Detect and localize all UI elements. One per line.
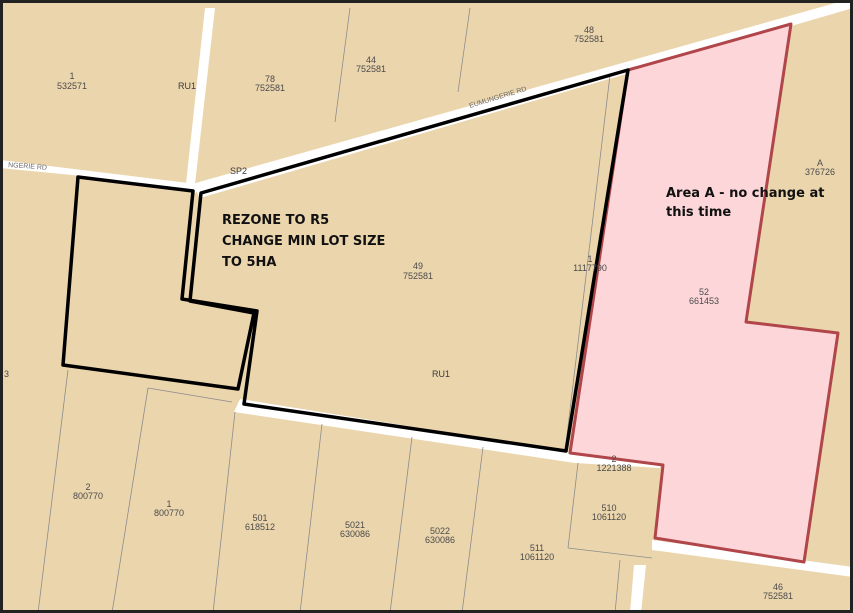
boundary-line: [111, 387, 149, 613]
rezone-note: REZONE TO R5 CHANGE MIN LOT SIZE TO 5HA: [222, 213, 385, 270]
boundary-line: [389, 436, 413, 613]
lot-label: 510: [601, 503, 616, 513]
lot-label: 630086: [425, 535, 455, 545]
lot-label: 5021: [345, 520, 365, 530]
lot-labels: 1 532571 78 752581 44 752581 48 752581 A…: [4, 25, 835, 601]
lot-label: 49: [413, 261, 423, 271]
lot-label: 1221388: [596, 463, 631, 473]
lot-label: 800770: [73, 491, 103, 501]
boundary-line: [567, 462, 579, 549]
zone-label-ru1: RU1: [178, 81, 196, 91]
lot-label: A: [817, 158, 823, 168]
lot-label: 511: [530, 543, 544, 553]
lot-label: 752581: [403, 271, 433, 281]
area-a-note: Area A - no change at this time: [666, 186, 824, 220]
area-a-note-line: Area A - no change at: [666, 186, 824, 201]
lot-label: 501: [252, 513, 267, 523]
lot-label: 1: [587, 254, 592, 264]
boundary-line: [564, 74, 611, 453]
road-north-lane: [186, 8, 215, 184]
lot-label: 44: [366, 55, 376, 65]
lot-label: 1: [166, 499, 171, 509]
road-label-sp2: SP2: [230, 166, 247, 176]
boundary-line: [567, 547, 653, 559]
rezone-area-outline[interactable]: [61, 68, 630, 453]
lot-label: 1117790: [573, 263, 607, 273]
area-a-parcel[interactable]: [568, 22, 840, 564]
lot-label: 2: [611, 454, 616, 464]
lot-label: 1061120: [592, 512, 626, 522]
boundary-line: [299, 423, 323, 613]
lot-label: 3: [4, 369, 9, 379]
boundary-line: [457, 7, 471, 93]
boundary-line: [147, 387, 233, 403]
road-label-west: NGERIE RD: [8, 162, 47, 172]
lot-label: 752581: [356, 64, 386, 74]
boundary-line: [212, 411, 236, 613]
lot-label: 618512: [245, 522, 275, 532]
road-se: [652, 540, 853, 577]
lot-label: 5022: [430, 526, 450, 536]
lot-label: 630086: [340, 529, 370, 539]
rezone-note-line: REZONE TO R5: [222, 213, 329, 228]
lot-label: 78: [265, 74, 275, 84]
lot-label: 1: [69, 71, 74, 81]
lot-label: 532571: [57, 81, 87, 91]
lot-label: 46: [773, 582, 783, 592]
lot-label: 376726: [805, 167, 835, 177]
lot-label: 752581: [574, 34, 604, 44]
lot-label: 800770: [154, 508, 184, 518]
boundary-line: [614, 559, 621, 613]
zone-label-ru1: RU1: [432, 369, 450, 379]
lot-label: 2: [85, 482, 90, 492]
lot-label: 752581: [763, 591, 793, 601]
road-vertical-south: [630, 565, 646, 613]
area-a-note-line: this time: [666, 205, 731, 220]
lot-label: 52: [699, 287, 709, 297]
cadastral-boundaries: [37, 7, 653, 613]
lot-label: 752581: [255, 83, 285, 93]
lot-label: 661453: [689, 296, 719, 306]
boundary-line: [461, 446, 484, 613]
boundary-line: [334, 7, 351, 123]
rezone-note-line: TO 5HA: [222, 255, 276, 270]
boundary-line: [37, 369, 69, 613]
lot-label: 1061120: [520, 552, 554, 562]
rezone-note-line: CHANGE MIN LOT SIZE: [222, 234, 385, 249]
lot-label: 48: [584, 25, 594, 35]
